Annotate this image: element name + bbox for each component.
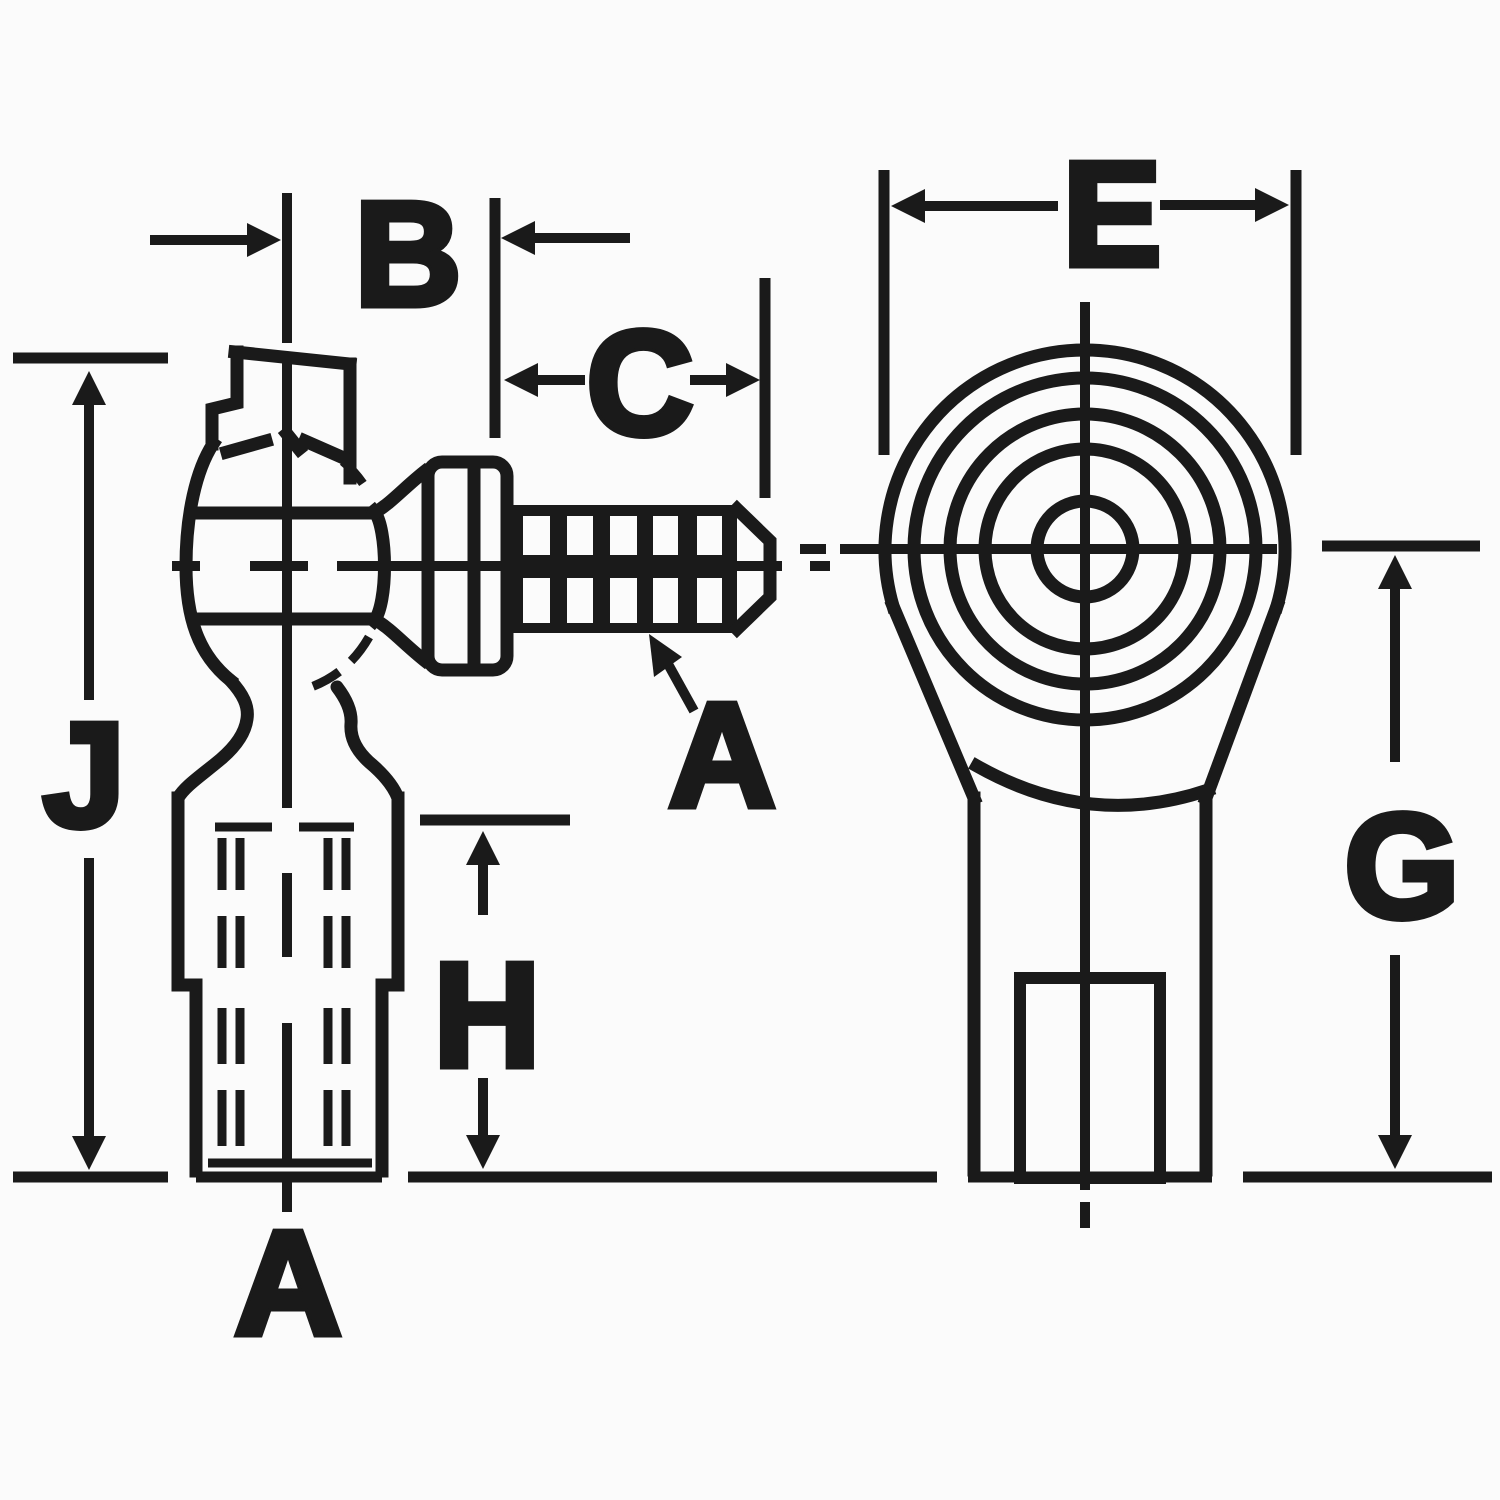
c-left-arrowhead [504,363,538,397]
dim-label-e: E [1063,132,1162,297]
stud-neck-bottom [367,611,434,670]
front-view: E G [800,129,1480,1228]
g-up-arrowhead [1378,555,1412,589]
dim-label-h: H [434,933,541,1098]
neck-right-edge [330,680,405,805]
j-down-arrowhead [72,1136,106,1170]
socket-lip-left [218,432,275,461]
hidden-ball-arc-upper [300,436,375,500]
dim-label-a-stud: A [669,673,776,838]
j-up-arrowhead [72,371,106,405]
dim-E: E [878,129,1302,455]
h-down-arrowhead [466,1135,500,1169]
tab-top-edge [227,344,358,372]
b-left-arrowhead [247,223,281,257]
a-stud-arrow-shaft [663,661,699,714]
e-right-arrowhead [1255,188,1289,222]
dim-J: J [13,352,168,1170]
c-right-arrowhead [726,363,760,397]
socket-lip-arc [968,757,1217,812]
stud-neck-top [367,462,434,521]
h-up-arrowhead [466,831,500,865]
a-stud-arrowhead [649,634,682,677]
dim-G: G [1322,540,1480,1169]
dim-label-j: J [43,693,125,858]
b-right-arrowhead [501,221,535,255]
dim-label-a-axis: A [235,1201,342,1366]
hidden-ball-arc-lower [300,634,373,695]
g-down-arrowhead [1378,1135,1412,1169]
flange-tab [205,344,358,485]
taper-left [884,597,983,807]
neck-left-edge [171,673,254,805]
callout-A-stud: A [649,634,779,842]
dim-label-c: C [587,301,694,466]
tab-left-edge [205,345,244,451]
taper-right [1197,597,1286,807]
thread-slots [523,516,722,623]
dim-B: B [150,169,630,438]
side-view: J B C H [13,169,830,1370]
dim-label-g: G [1344,784,1459,949]
dim-label-b: B [355,172,462,337]
e-left-arrowhead [891,189,925,223]
dim-H: H [420,814,570,1169]
dim-C: C [504,278,771,498]
